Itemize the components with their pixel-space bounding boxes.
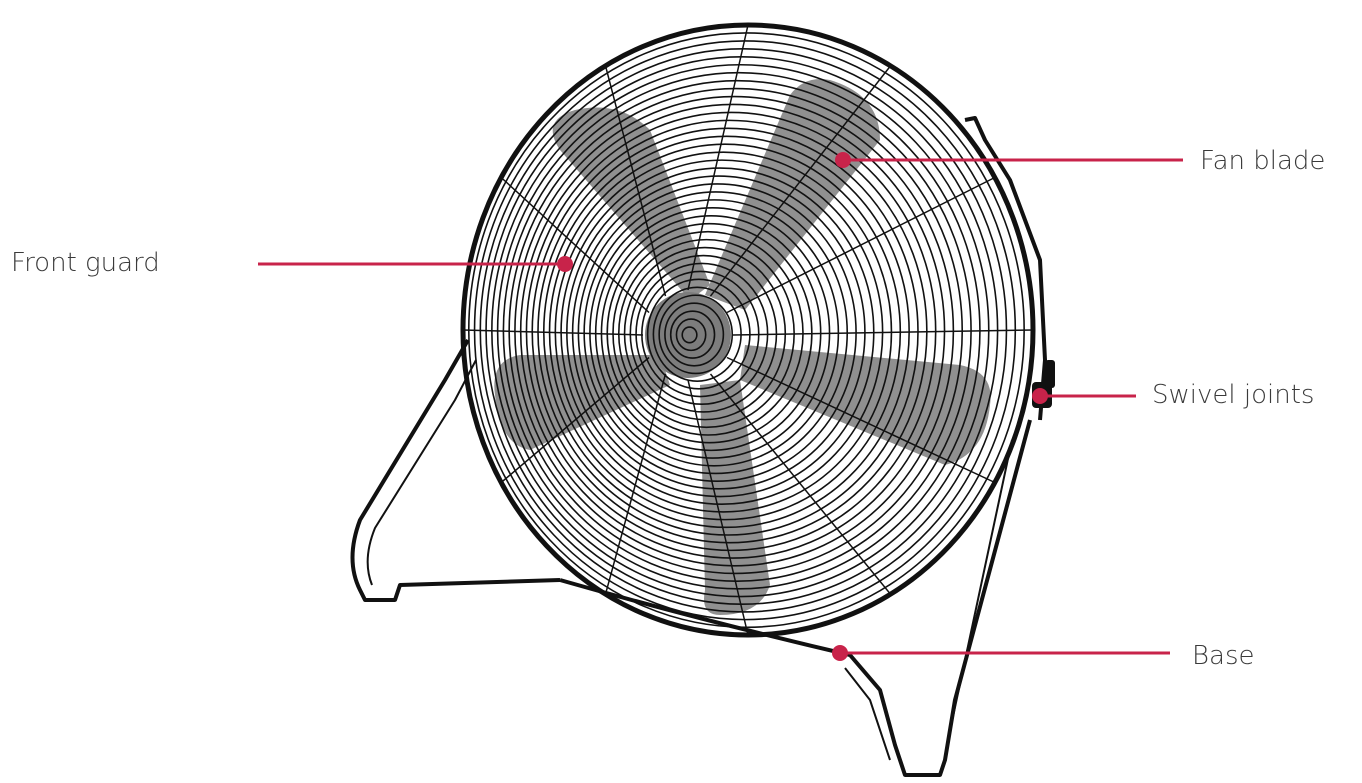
callout-dot — [557, 256, 573, 272]
callout-dot — [832, 645, 848, 661]
callout-dot — [1032, 388, 1048, 404]
guard-spoke — [463, 330, 643, 335]
label-fan-blade: Fan blade — [1200, 148, 1325, 174]
callout-dot — [835, 152, 851, 168]
label-front-guard: Front guard — [11, 250, 160, 276]
label-base: Base — [1192, 643, 1255, 669]
label-swivel-joints: Swivel joints — [1152, 382, 1314, 408]
